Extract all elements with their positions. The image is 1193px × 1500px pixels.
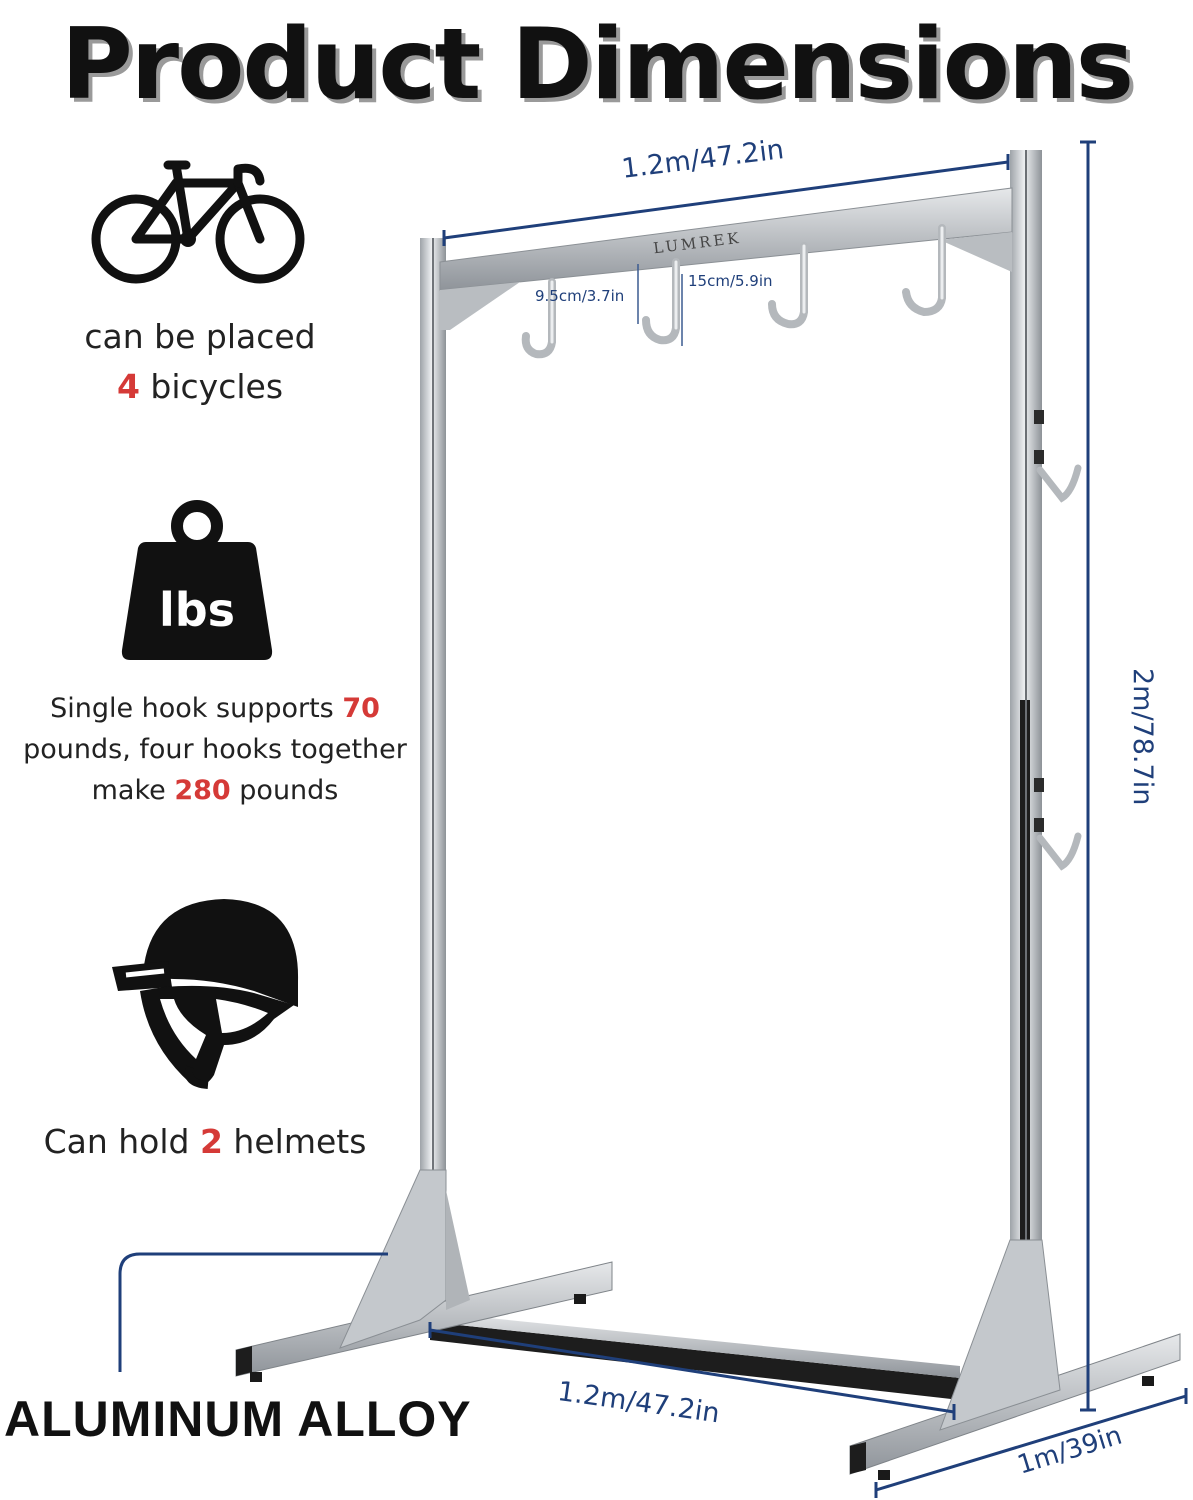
- bicycles-count: 4: [116, 367, 140, 406]
- helmets-part-2: helmets: [222, 1122, 367, 1161]
- weight-lbs-icon: lbs: [121, 500, 273, 660]
- weight-part-3: make: [91, 775, 175, 806]
- single-hook-value: 70: [342, 693, 380, 724]
- material-label: ALUMINUM ALLOY: [4, 1391, 472, 1447]
- weight-line-3: make 280 pounds: [10, 770, 420, 811]
- bicycle-icon: [91, 160, 305, 284]
- hook-3: [768, 242, 808, 329]
- weight-feature: Single hook supports 70 pounds, four hoo…: [10, 688, 420, 811]
- bicycles-line-2: 4 bicycles: [40, 362, 360, 412]
- page-title: Product Dimensions: [60, 8, 1134, 122]
- material-callout-line: [118, 1252, 388, 1372]
- height-label: 2m/78.7in: [1127, 668, 1158, 806]
- helmet-icon: [112, 899, 299, 1089]
- hook-2: [642, 258, 680, 345]
- rear-base-rail: [430, 1322, 960, 1400]
- total-weight-value: 280: [174, 775, 231, 806]
- bicycles-feature: can be placed 4 bicycles: [40, 312, 360, 412]
- hook-depth-label: 9.5cm/3.7in: [535, 287, 625, 305]
- depth-dim-line: [875, 1394, 1187, 1492]
- hook-4: [902, 224, 946, 317]
- helmets-count: 2: [199, 1122, 223, 1161]
- bicycles-line-2-rest: bicycles: [139, 367, 284, 406]
- weight-part-1: Single hook supports: [50, 693, 343, 724]
- weight-line-1: Single hook supports 70: [10, 688, 420, 729]
- top-width-dim-line: [443, 160, 1009, 240]
- right-brace: [939, 1239, 1061, 1431]
- helmets-feature: Can hold 2 helmets: [20, 1120, 390, 1164]
- weight-part-4: pounds: [230, 775, 339, 806]
- bottom-width-dim-line: [429, 1328, 955, 1414]
- helmet-hook-lower: [1036, 832, 1082, 871]
- bicycles-line-1: can be placed: [84, 317, 316, 356]
- hook-1: [521, 278, 556, 359]
- weight-line-2: pounds, four hooks together: [23, 734, 407, 765]
- left-brace: [339, 1169, 447, 1349]
- hook-spacing-label: 15cm/5.9in: [688, 272, 773, 290]
- helmet-hook-upper: [1036, 464, 1082, 503]
- helmets-part-1: Can hold: [43, 1122, 200, 1161]
- weight-icon-text: lbs: [159, 583, 235, 637]
